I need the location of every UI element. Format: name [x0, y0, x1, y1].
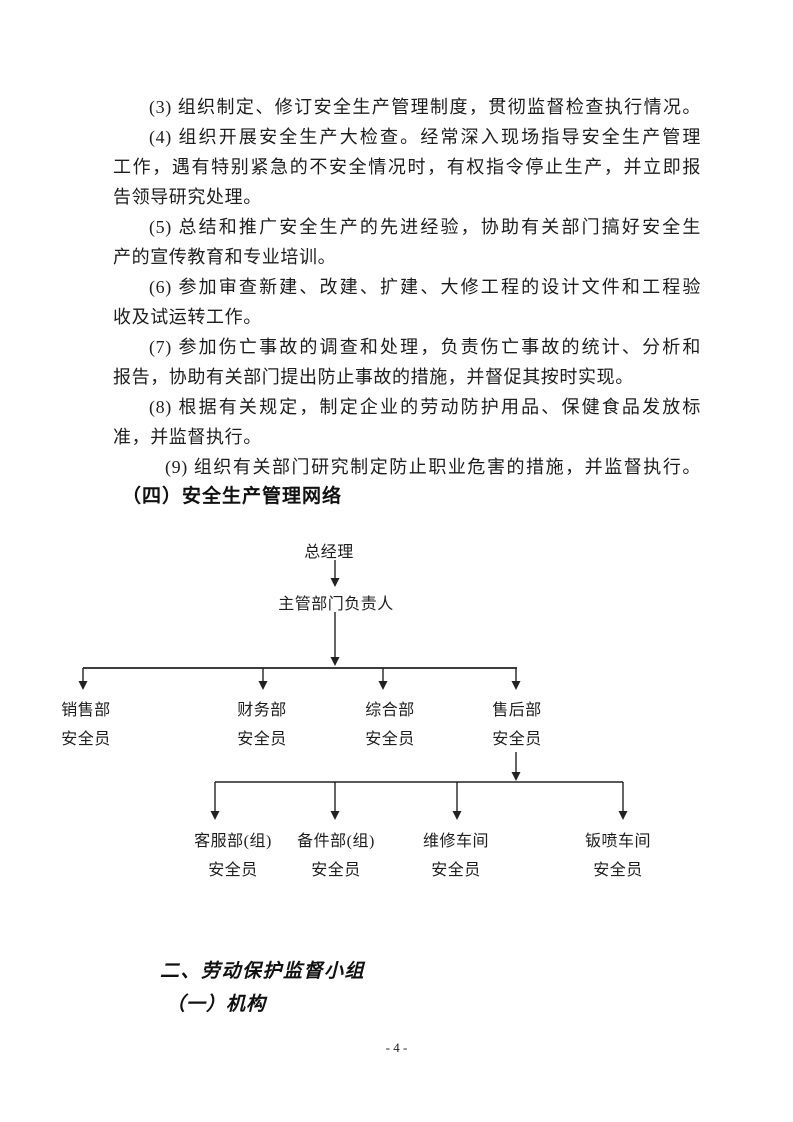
org-node-role: 安全员 [593, 862, 643, 879]
org-node-role: 安全员 [208, 862, 258, 879]
org-node-paint-shop: 钣喷车间 安全员 [585, 827, 651, 885]
org-node-root: 总经理 [304, 544, 354, 561]
org-node-dept: 客服部(组) [194, 833, 272, 850]
paragraph-line: (9) 组织有关部门研究制定防止职业危害的措施，并监督执行。 [165, 457, 701, 477]
org-node-role: 安全员 [61, 731, 111, 748]
section-heading-4: （四）安全生产管理网络 [122, 486, 343, 507]
org-node-dept: 财务部 [237, 702, 287, 719]
paragraph-line: 产的宣传教育和专业培训。 [113, 247, 337, 267]
paragraph-line: (4) 组织开展安全生产大检查。经常深入现场指导安全生产管理 [149, 127, 701, 147]
org-node-role: 安全员 [431, 862, 481, 879]
org-node-role: 安全员 [365, 731, 415, 748]
org-node-dept: 综合部 [365, 702, 415, 719]
org-node-dept: 销售部 [61, 702, 111, 719]
org-node-dept: 维修车间 [422, 833, 490, 850]
paragraph-line: (7) 参加伤亡事故的调查和处理，负责伤亡事故的统计、分析和 [149, 337, 701, 357]
org-node-dept: 备件部(组) [297, 833, 375, 850]
paragraph-line: 报告，协助有关部门提出防止事故的措施，并督促其按时实现。 [113, 367, 634, 387]
paragraph-line: (8) 根据有关规定，制定企业的劳动防护用品、保健食品发放标 [149, 397, 701, 417]
org-node-general: 综合部 安全员 [365, 696, 415, 754]
org-node-sales: 销售部 安全员 [61, 696, 111, 754]
org-node-manager: 主管部门负责人 [278, 596, 394, 613]
paragraph-line: 准，并监督执行。 [113, 427, 262, 447]
page-number: - 4 - [385, 1040, 408, 1055]
org-node-dept: 钣喷车间 [584, 833, 652, 850]
org-node-customer-service: 客服部(组) 安全员 [194, 827, 272, 885]
org-node-aftersales: 售后部 安全员 [492, 696, 542, 754]
paragraph-line: (5) 总结和推广安全生产的先进经验，协助有关部门搞好安全生 [149, 217, 701, 237]
section-heading-2: 二、劳动保护监督小组 [160, 961, 366, 982]
section-subheading-1: （一）机构 [166, 994, 267, 1015]
paragraph-line: (6) 参加审查新建、改建、扩建、大修工程的设计文件和工程验 [149, 277, 701, 297]
paragraph-line: 收及试运转工作。 [113, 307, 262, 327]
paragraph-line: 告领导研究处理。 [113, 187, 262, 207]
document-body: (3) 组织制定、修订安全生产管理制度，贯彻监督检查执行情况。 (4) 组织开展… [113, 92, 701, 512]
org-node-repair-shop: 维修车间 安全员 [423, 827, 489, 885]
org-node-dept: 售后部 [492, 702, 542, 719]
paragraph-line: 工作，遇有特别紧急的不安全情况时，有权指令停止生产，并立即报 [113, 157, 701, 177]
paragraph-line: (3) 组织制定、修订安全生产管理制度，贯彻监督检查执行情况。 [149, 97, 701, 117]
org-node-role: 安全员 [237, 731, 287, 748]
org-node-role: 安全员 [311, 862, 361, 879]
org-node-role: 安全员 [492, 731, 542, 748]
org-node-finance: 财务部 安全员 [237, 696, 287, 754]
org-chart-connectors [78, 560, 628, 820]
org-node-parts: 备件部(组) 安全员 [297, 827, 375, 885]
